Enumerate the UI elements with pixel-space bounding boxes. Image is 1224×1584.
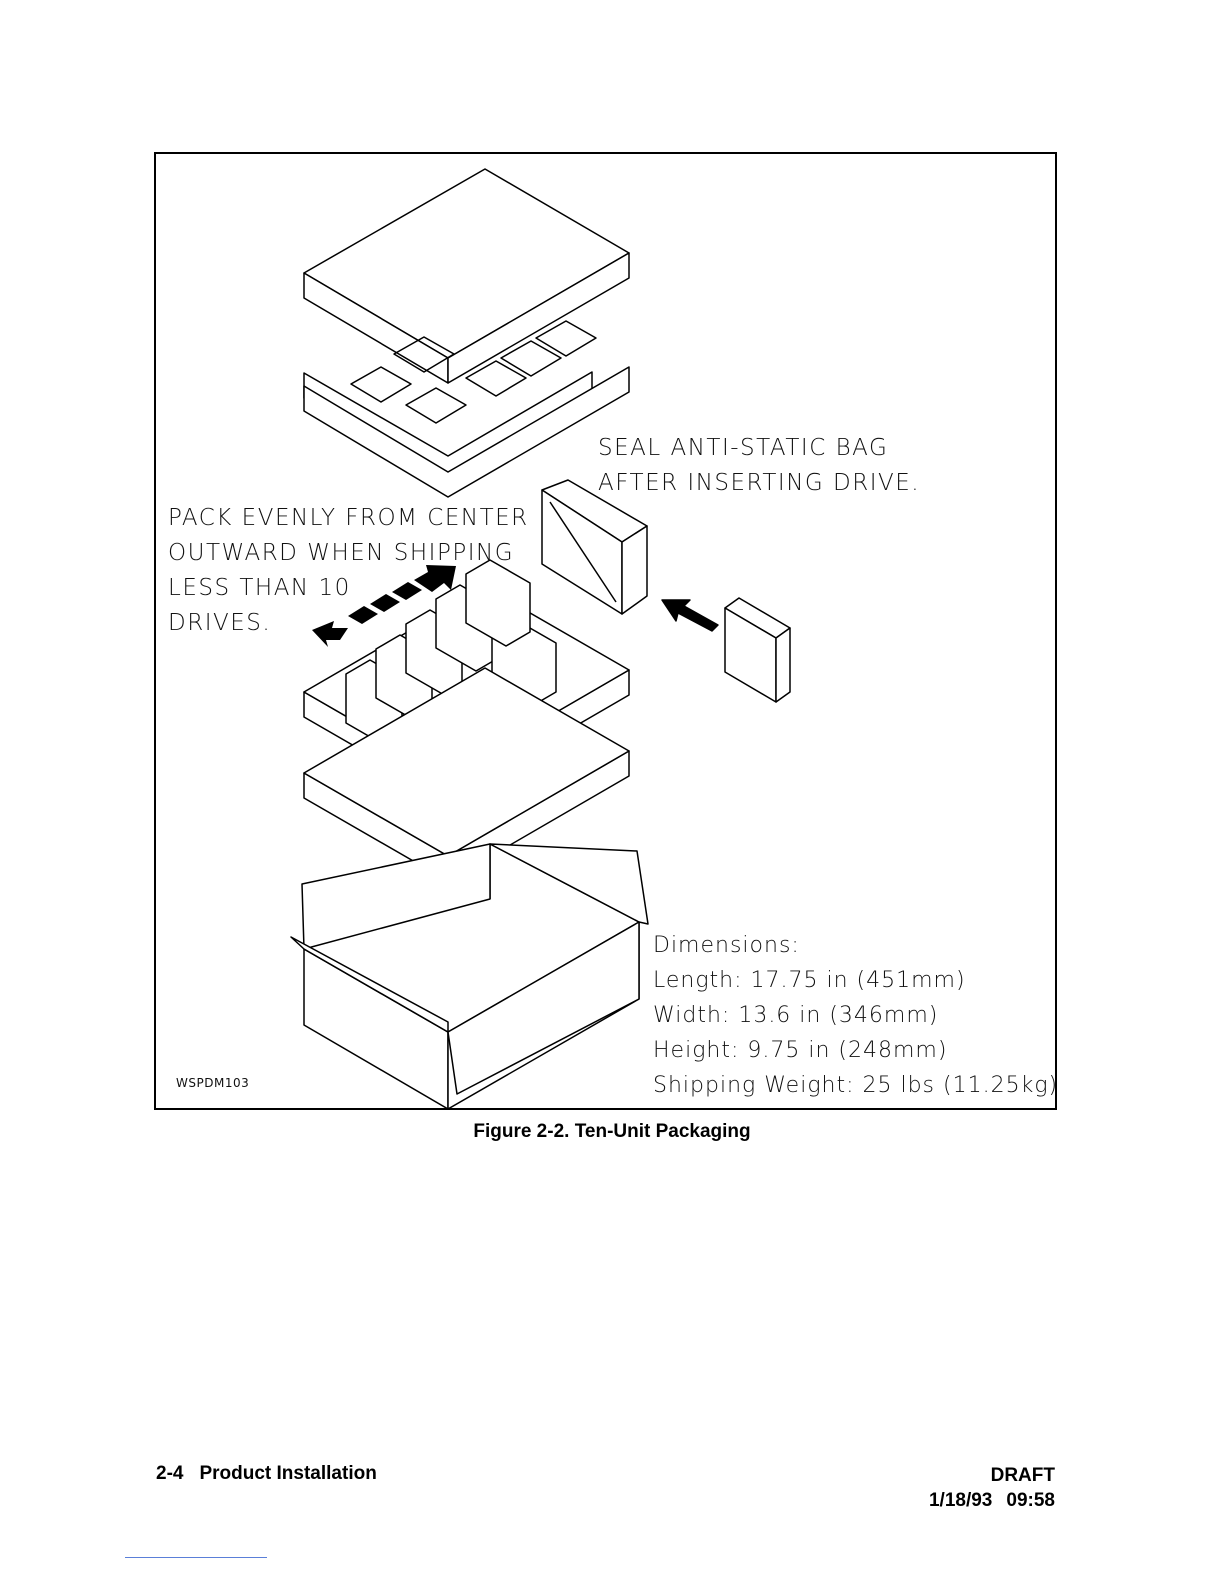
spread-arrows-icon	[312, 565, 456, 647]
draft-label: DRAFT	[990, 1465, 1055, 1486]
anti-static-bag	[541, 479, 648, 615]
draft-stamp: DRAFT 1/18/93 09:58	[929, 1463, 1055, 1513]
section-number: 2-4	[156, 1463, 184, 1484]
dimension-width: Width: 13.6 in (346mm)	[653, 1003, 939, 1028]
figure-caption: Figure 2-2. Ten-Unit Packaging	[473, 1121, 751, 1142]
pack-note-line: PACK EVENLY FROM CENTER	[168, 505, 529, 531]
draft-date: 1/18/93	[928, 1490, 993, 1511]
shipping-carton	[290, 843, 649, 1108]
dimensions-block: Dimensions: Length: 17.75 in (451mm) Wid…	[653, 928, 1058, 1103]
pack-note-line: OUTWARD WHEN SHIPPING	[168, 540, 515, 566]
draft-time: 09:58	[1006, 1490, 1055, 1511]
dimension-height: Height: 9.75 in (248mm)	[653, 1038, 948, 1063]
footnote-divider	[125, 1557, 267, 1558]
packaging-illustration	[290, 168, 791, 1108]
pack-evenly-note: PACK EVENLY FROM CENTER OUTWARD WHEN SHI…	[168, 501, 529, 641]
drawing-id: WSPDM103	[176, 1076, 250, 1090]
seal-note-line: SEAL ANTI-STATIC BAG	[598, 435, 889, 461]
pack-note-line: DRIVES.	[168, 610, 272, 636]
top-drive-tray	[303, 320, 630, 498]
insert-arrow-icon	[661, 599, 719, 632]
seal-bag-note: SEAL ANTI-STATIC BAG AFTER INSERTING DRI…	[598, 431, 920, 501]
dimension-length: Length: 17.75 in (451mm)	[653, 968, 966, 993]
seal-note-line: AFTER INSERTING DRIVE.	[598, 470, 921, 496]
figure-frame: PACK EVENLY FROM CENTER OUTWARD WHEN SHI…	[154, 152, 1057, 1110]
section-title: Product Installation	[199, 1463, 377, 1484]
pack-note-line: LESS THAN 10	[168, 575, 351, 601]
dimensions-heading: Dimensions:	[653, 933, 800, 958]
drive-unit	[724, 597, 791, 703]
footer-section: 2-4 Product Installation	[156, 1463, 377, 1485]
shipping-weight: Shipping Weight: 25 lbs (11.25kg)	[653, 1073, 1059, 1098]
draft-datetime: 1/18/93 09:58	[929, 1488, 1055, 1513]
